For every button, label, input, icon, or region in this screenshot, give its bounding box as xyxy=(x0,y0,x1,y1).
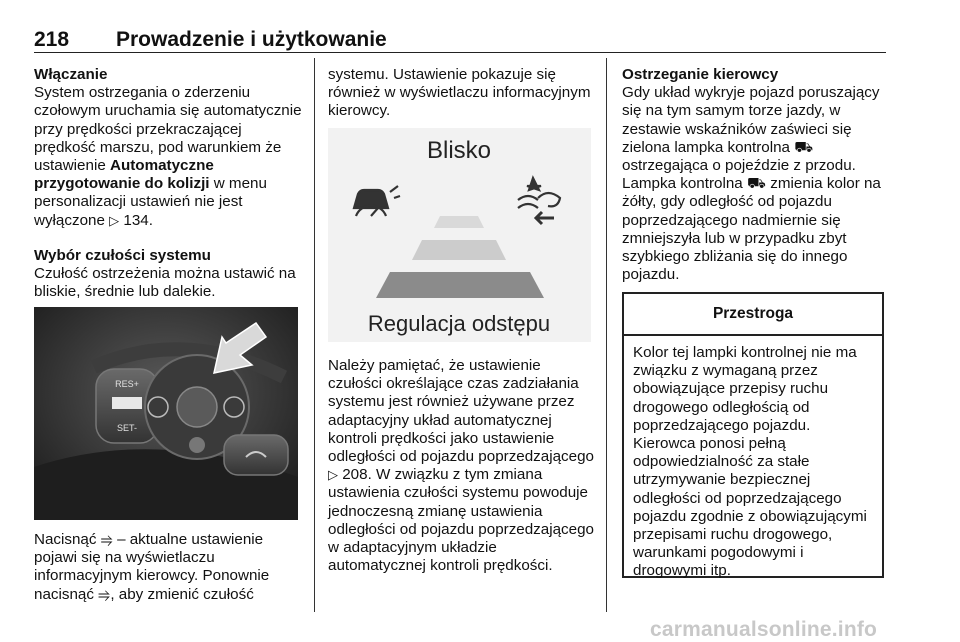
column-1: Włączanie System ostrzegania o zderzeniu… xyxy=(34,66,302,301)
res-label: RES+ xyxy=(115,379,139,389)
paragraph-sensitivity: Czułość ostrzeżenia można ustawić na bli… xyxy=(34,265,296,301)
vehicle-ahead-icon: ⛟ xyxy=(746,175,767,193)
paragraph-green-lamp: Gdy układ wykryje pojazd poruszający się… xyxy=(622,84,880,175)
heading-driver-warning: Ostrzeganie kierowcy xyxy=(622,66,779,83)
paragraph-yellow-lamp: Lampka kontrolna ⛟ zmienia kolor na żółt… xyxy=(622,175,881,284)
paragraph-display-note: systemu. Ustawienie pokazuje się również… xyxy=(328,66,591,120)
column-2-top: systemu. Ustawienie pokazuje się również… xyxy=(328,66,596,121)
paragraph-activation: System ostrzegania o zderzeniu czołowym … xyxy=(34,84,302,229)
caution-title: Przestroga xyxy=(624,294,882,336)
distance-bar-near xyxy=(434,216,484,228)
paragraph-acc-note: Należy pamiętać, że ustawienie czułości … xyxy=(328,357,594,575)
watermark: carmanualsonline.info xyxy=(650,618,878,641)
caution-box: Przestroga Kolor tej lampki kontrolnej n… xyxy=(622,292,884,580)
following-distance-icon: ⥤ xyxy=(100,531,113,548)
collision-alert-icon xyxy=(517,175,562,226)
press-arrow xyxy=(213,321,268,374)
column-divider-1 xyxy=(314,58,315,612)
column-3-top: Ostrzeganie kierowcy Gdy układ wykryje p… xyxy=(622,66,890,284)
cruise-switch xyxy=(112,397,142,409)
heading-sensitivity: Wybór czułości systemu xyxy=(34,246,211,264)
vehicle-ahead-icon: ⛟ xyxy=(794,138,814,156)
caution-text: Kolor tej lampki kontrolnej nie ma związ… xyxy=(633,344,867,580)
column-2-bottom: Należy pamiętać, że ustawienie czułości … xyxy=(328,357,596,575)
page-reference-icon: ▷ xyxy=(328,467,338,483)
driver-information-display: Blisko Regulacja odstępu xyxy=(328,128,591,342)
column-divider-2 xyxy=(606,58,607,612)
display-caption: Regulacja odstępu xyxy=(368,311,550,336)
page-number: 218 xyxy=(34,28,70,51)
section-title: Prowadzenie i użytkowanie xyxy=(116,28,387,51)
page-header: 218 Prowadzenie i użytkowanie xyxy=(34,28,886,56)
vehicle-speed-icon xyxy=(352,185,401,217)
distance-bar-far xyxy=(376,272,544,298)
following-distance-icon: ⥤ xyxy=(98,585,111,603)
paragraph-press-button: Nacisnąć ⥤ – aktualne ustawienie pojawi … xyxy=(34,531,270,603)
set-label: SET- xyxy=(117,423,137,433)
heading-wlaczanie: Włączanie xyxy=(34,66,108,83)
steering-wheel-photo: RES+ SET- xyxy=(34,307,298,520)
distance-bar-mid xyxy=(412,240,506,260)
header-rule xyxy=(34,52,886,53)
display-title: Blisko xyxy=(427,137,491,164)
page-reference-icon: ▷ xyxy=(109,212,120,228)
